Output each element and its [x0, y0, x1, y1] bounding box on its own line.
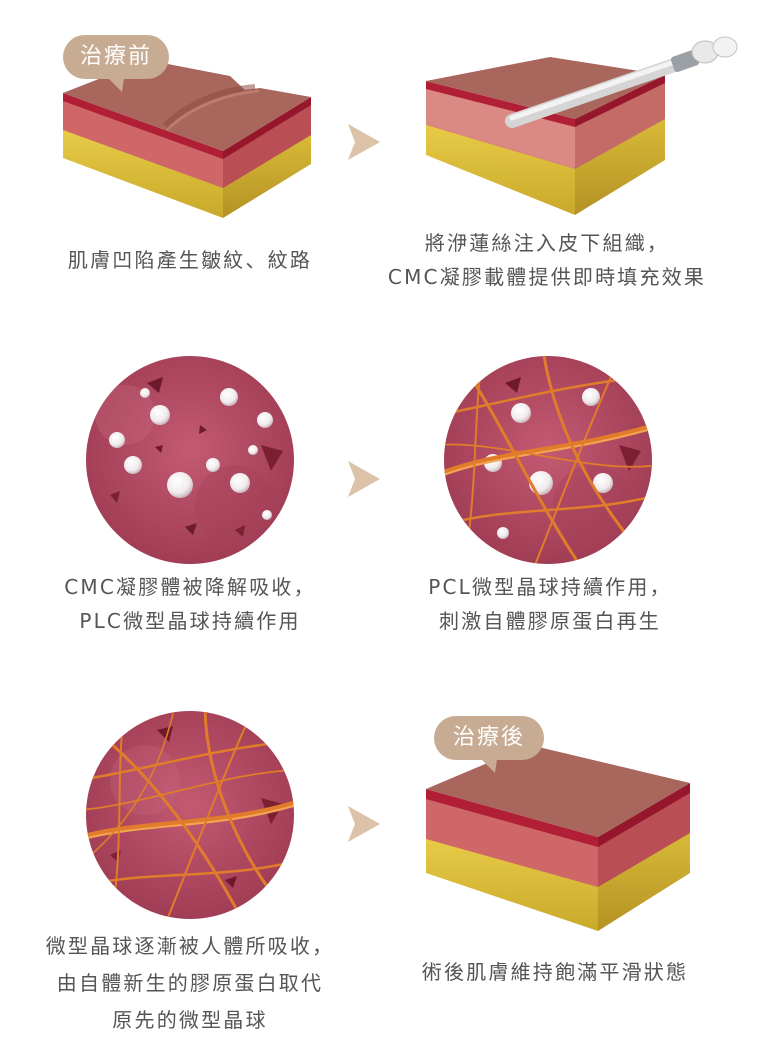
caption-line: 原先的微型晶球 — [112, 1008, 268, 1032]
microscope-view-collagen-replacement — [86, 711, 294, 919]
badge-label: 治療後 — [452, 725, 525, 750]
step-3-caption: CMC凝膠體被降解吸收， PLC微型晶球持續作用 — [20, 570, 360, 638]
caption-line: PCL微型晶球持續作用， — [428, 575, 672, 599]
caption-line: CMC凝膠體被降解吸收， — [64, 575, 316, 599]
before-treatment-badge: 治療前 — [63, 35, 169, 92]
microscope-view-cmc-gel — [86, 356, 294, 564]
arrow-right-icon — [348, 806, 380, 842]
arrow-right-icon — [348, 124, 380, 160]
step-4-caption: PCL微型晶球持續作用， 刺激自體膠原蛋白再生 — [380, 570, 720, 638]
caption-line: CMC凝膠載體提供即時填充效果 — [387, 265, 707, 289]
skin-block-wrinkled — [63, 60, 311, 218]
caption-line: 將洢蓮絲注入皮下組織， — [424, 231, 670, 255]
step-2-caption: 將洢蓮絲注入皮下組織， CMC凝膠載體提供即時填充效果 — [352, 226, 742, 294]
skin-block-injection — [426, 36, 738, 215]
caption-line: 刺激自體膠原蛋白再生 — [439, 609, 661, 633]
caption-line: PLC微型晶球持續作用 — [79, 609, 301, 633]
caption-line: 肌膚凹陷產生皺紋、紋路 — [67, 248, 313, 272]
caption-line: 微型晶球逐漸被人體所吸收， — [45, 934, 335, 958]
after-treatment-badge: 治療後 — [434, 716, 544, 773]
step-6-caption: 術後肌膚維持飽滿平滑狀態 — [380, 955, 730, 989]
arrow-right-icon — [348, 461, 380, 497]
caption-line: 術後肌膚維持飽滿平滑狀態 — [421, 960, 689, 984]
step-1-caption: 肌膚凹陷產生皺紋、紋路 — [30, 243, 350, 277]
step-5-caption: 微型晶球逐漸被人體所吸收， 由自體新生的膠原蛋白取代 原先的微型晶球 — [10, 928, 370, 1039]
microscope-view-collagen-stimulation — [444, 356, 652, 564]
skin-block-smooth — [426, 745, 690, 931]
badge-label: 治療前 — [79, 44, 152, 69]
caption-line: 由自體新生的膠原蛋白取代 — [56, 971, 324, 995]
